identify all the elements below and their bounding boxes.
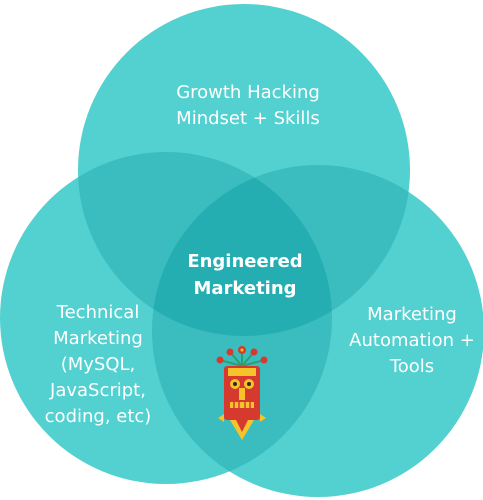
label-line: Marketing: [367, 304, 457, 325]
label-technical-marketing: Technical Marketing (MySQL, JavaScript, …: [18, 300, 178, 430]
label-marketing-automation: Marketing Automation + Tools: [332, 302, 483, 380]
center-line: Marketing: [193, 278, 297, 299]
label-line: Marketing: [53, 328, 143, 349]
label-line: coding, etc): [44, 406, 152, 427]
label-line: Mindset + Skills: [176, 108, 320, 129]
headdress: [216, 346, 268, 367]
label-growth-hacking: Growth Hacking Mindset + Skills: [118, 80, 378, 132]
tribal-mask-icon: [216, 346, 268, 440]
mask-face: [218, 366, 266, 440]
label-line: JavaScript,: [50, 380, 146, 401]
label-line: (MySQL,: [60, 354, 136, 375]
center-line: Engineered: [187, 251, 303, 272]
label-line: Growth Hacking: [176, 82, 320, 103]
label-line: Automation +: [349, 330, 475, 351]
label-line: Tools: [389, 356, 435, 377]
label-line: Technical: [56, 302, 140, 323]
center-label-engineered-marketing: Engineered Marketing: [130, 248, 360, 302]
